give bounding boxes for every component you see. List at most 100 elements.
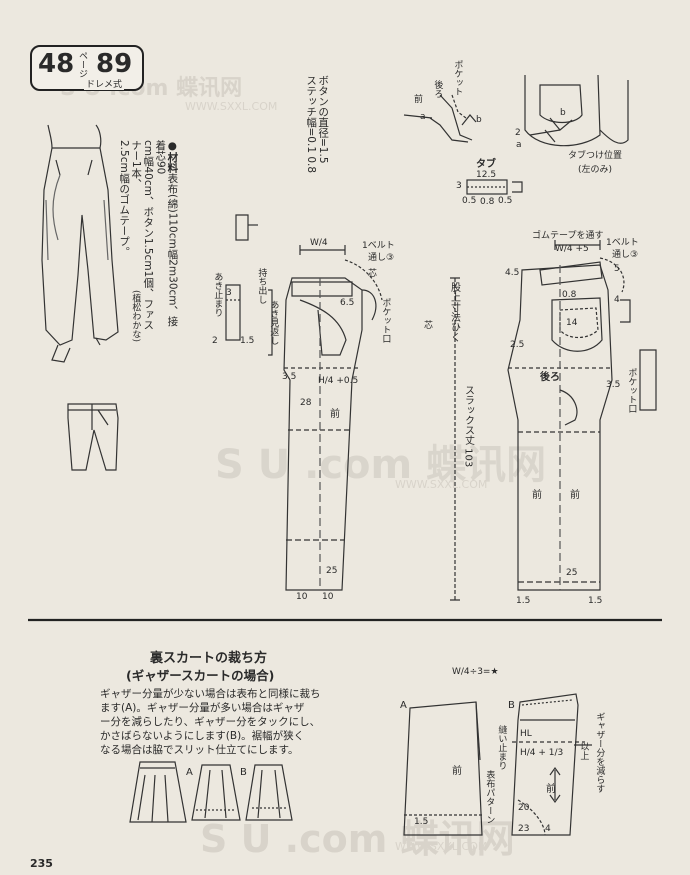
badge-number-left: 48 [38, 49, 75, 79]
back-pocket-b: b [560, 108, 566, 118]
pattern-number-badge: 48 ページ 89 ドレメ式 [30, 45, 144, 91]
front-extension-label: あき見返し [268, 300, 279, 345]
length-measurement-line [450, 277, 460, 601]
front-val-35: 3.5 [282, 372, 297, 382]
tab-attach-position: タブつけ位置 [568, 151, 623, 161]
watermark-mid: S U .com 蝶讯网 [215, 442, 547, 488]
materials-line3: 2.5cm幅のゴムテープ。 [118, 140, 131, 257]
skirt-sketch-a-label: A [186, 767, 193, 778]
back-front-label2: 前 [570, 490, 580, 501]
front-h4-label: H/4 +0.5 [318, 376, 359, 386]
tab-sub3: 0.5 [498, 196, 513, 206]
skirt-body: ギャザー分量が少ない場合は表布と同様に裁ち ます(A)。ギャザー分量が多い場合は… [100, 687, 321, 757]
front-piece-label: 前 [330, 409, 340, 420]
pocket-back-label: 後ろ [432, 80, 443, 98]
skirt-hl-label: HL [520, 729, 532, 739]
skirt-val-15: 1.5 [414, 817, 429, 827]
front-core-label: 芯 [368, 269, 378, 279]
pocket-front-label: 前 [414, 95, 424, 105]
skirt-pattern-ref: 表布パターン [484, 770, 495, 824]
watermark-bottom: S U .com 蝶讯网 [200, 817, 515, 861]
back-pocket-mouth: ポケット口 [626, 368, 637, 413]
tab-sub2: 0.8 [480, 197, 495, 207]
front-val-15: 1.5 [240, 336, 255, 346]
back-trouser-pattern [507, 240, 657, 591]
front-trouser-pattern [225, 214, 383, 591]
front-w4-label: W/4 [310, 238, 328, 248]
materials-author: (植松わかな) [130, 290, 141, 343]
front-val-3: 3 [226, 288, 232, 298]
skirt-reduce-label: ギャザー分を減らす [594, 712, 605, 793]
skirt-formula: W/4÷3=★ [452, 667, 499, 677]
badge-page-unit: ページ [77, 51, 87, 78]
tab-width: 3 [456, 181, 462, 191]
skirt-a-front-label: 前 [452, 766, 462, 777]
jeans-flat-sketch [67, 403, 119, 471]
skirt-val-4: 4 [545, 824, 551, 834]
skirt-title: 裏スカートの裁ち方 [150, 651, 268, 666]
back-hem-side2: 1.5 [588, 596, 603, 606]
materials-line1: 表布(綿)110cm幅2m30cm、接着芯90 [154, 140, 179, 327]
pocket-label: ポケット [452, 60, 463, 96]
jeans-illustration [41, 124, 119, 363]
back-val-25: 2.5 [510, 340, 525, 350]
back-val-5: 5 [614, 264, 620, 274]
back-hem-label: 25 [566, 568, 578, 578]
page-number: 235 [30, 857, 53, 870]
back-front-label1: 前 [532, 490, 542, 501]
skirt-sketch-b-label: B [240, 767, 247, 778]
skirt-pattern-b [511, 693, 592, 836]
badge-number-right: 89 [96, 49, 133, 79]
materials-block: ●材料表布(綿)110cm幅2m30cm、接着芯90 cm幅40cm、ボタン1.… [118, 140, 178, 335]
back-w4-label: W/4 +5 [555, 244, 589, 254]
back-val-4: 4 [614, 295, 620, 305]
badge-system: ドレメ式 [84, 77, 125, 90]
pocket-b-label: b [476, 115, 482, 125]
front-flap-label: 持ち出し [256, 268, 267, 304]
crotch-depth-label: 股上寸法ひく [448, 282, 460, 342]
tab-sub1: 0.5 [462, 196, 477, 206]
skirt-body-2: ます(A)。ギャザー分量が多い場合はギャザ [100, 702, 305, 714]
front-through-label: 通し③ [368, 253, 395, 263]
skirt-pattern-b-label: B [508, 700, 515, 711]
materials-title: ●材料 [166, 140, 179, 173]
skirt-pattern-a-label: A [400, 700, 407, 711]
skirt-body-3: ー分を減らしたり、ギャザー分をタックにし、 [100, 716, 321, 728]
watermark-mid-url: WWW.SXXL.COM [395, 478, 488, 491]
skirt-sketches [129, 761, 293, 823]
skirt-body-4: かさばらないようにします(B)。裾幅が狭く [100, 730, 305, 742]
back-piece-label: 後ろ [540, 372, 560, 383]
front-val-28: 28 [300, 398, 312, 408]
back-val-08: 0.8 [562, 290, 577, 300]
back-pocket-a: a [516, 140, 522, 150]
back-val-35: 3.5 [606, 380, 621, 390]
front-hem-side1: 10 [296, 592, 308, 602]
front-hem-label: 25 [326, 566, 338, 576]
front-opening-label: あき止まり [212, 272, 223, 317]
skirt-val-23: 23 [518, 824, 530, 834]
back-elastic-label: ゴムテープを通す [532, 231, 604, 241]
button-note-line1: ボタンの直径=1.5 [317, 75, 330, 164]
tab-length: 12.5 [476, 170, 497, 180]
front-belt-label: 1ベルト [362, 241, 395, 251]
skirt-subtitle: (ギャザースカートの場合) [126, 668, 275, 683]
front-hem-side2: 10 [322, 592, 334, 602]
front-val-2: 2 [212, 336, 218, 346]
skirt-pattern-a [403, 701, 483, 836]
pocket-a-label: a [420, 112, 426, 122]
back-val-45: 4.5 [505, 268, 520, 278]
watermark-bottom-url: WWW.SXXL.COM [395, 840, 488, 853]
button-note: ボタンの直径=1.5 ステッチ幅=0.1 0.8 [305, 75, 329, 180]
skirt-h4-label: H/4 + 1/3 [520, 748, 564, 758]
slacks-length-label: スラックス丈 103 [462, 385, 474, 468]
front-val-65: 6.5 [340, 298, 355, 308]
tab-title: タブ [476, 159, 496, 170]
front-core-small: 芯 [424, 321, 434, 331]
back-hem-side1: 1.5 [516, 596, 531, 606]
tab-left-only: (左のみ) [578, 165, 613, 175]
front-pocket-mouth: ポケット口 [380, 298, 391, 343]
skirt-val-20: 20 [518, 803, 530, 813]
back-val-14: 14 [566, 318, 578, 328]
back-belt-label: 1ベルト [606, 238, 639, 248]
